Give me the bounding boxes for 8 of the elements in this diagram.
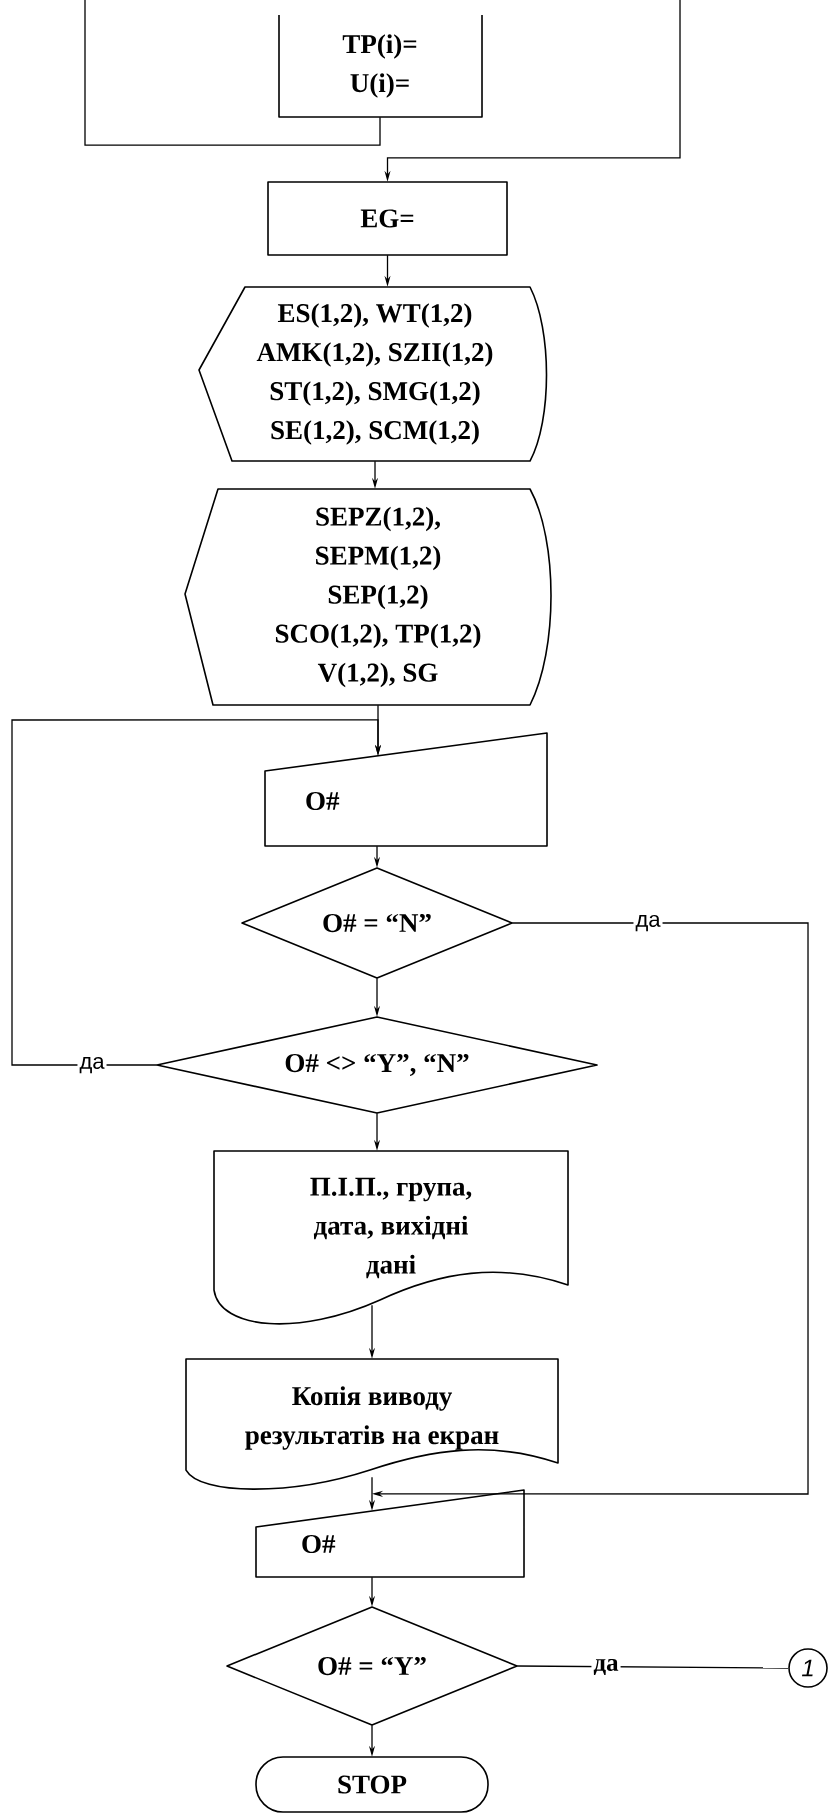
process-box: EG= — [267, 181, 508, 256]
arrow — [11, 719, 382, 1066]
edge-label: да — [591, 1657, 621, 1678]
edge-label: да — [633, 912, 663, 934]
connector-line — [84, 0, 381, 146]
process-box: TP(i)= U(i)= — [278, 14, 483, 118]
connector-line — [516, 1665, 789, 1669]
edge-label: да — [77, 1054, 107, 1076]
